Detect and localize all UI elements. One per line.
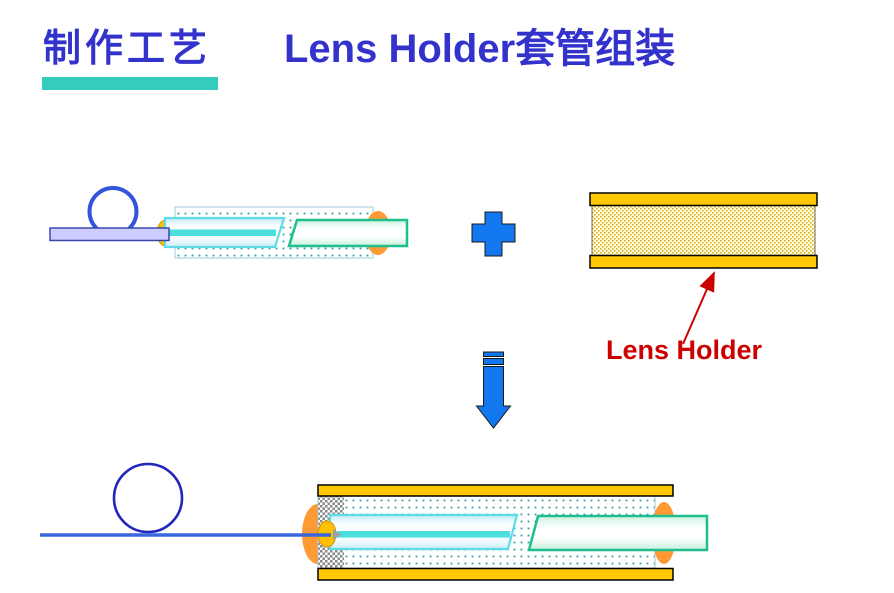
down-arrow-stripe-2 bbox=[483, 358, 504, 365]
fiber-loop-circle-bottom bbox=[112, 462, 184, 534]
fiber-core-top bbox=[168, 229, 276, 236]
grin-lens-top bbox=[287, 218, 409, 248]
lens-holder-label: Lens Holder bbox=[606, 335, 763, 365]
fiber-tip bbox=[333, 529, 342, 540]
plus-icon bbox=[471, 211, 516, 257]
holder-bottom-wall-assembled bbox=[317, 567, 674, 581]
page-title-zh: 制作工艺 bbox=[43, 28, 212, 70]
down-arrow-icon bbox=[475, 351, 512, 429]
holder-top-wall-assembled bbox=[317, 484, 674, 497]
lens-holder-pointer-arrow bbox=[682, 271, 715, 345]
down-arrow-shaft bbox=[475, 366, 512, 429]
title-underline-bar bbox=[42, 77, 218, 90]
lens-holder-bottom-wall bbox=[589, 254, 818, 269]
down-arrow-stripe-1 bbox=[483, 351, 504, 357]
lens-holder-body bbox=[591, 205, 816, 257]
lens-holder-top-wall bbox=[589, 192, 818, 207]
fiber-core-bottom bbox=[338, 531, 510, 538]
grin-lens-bottom bbox=[527, 514, 709, 552]
fiber-ribbon-top bbox=[49, 227, 170, 242]
page-title-main: Lens Holder套管组装 bbox=[284, 27, 676, 71]
